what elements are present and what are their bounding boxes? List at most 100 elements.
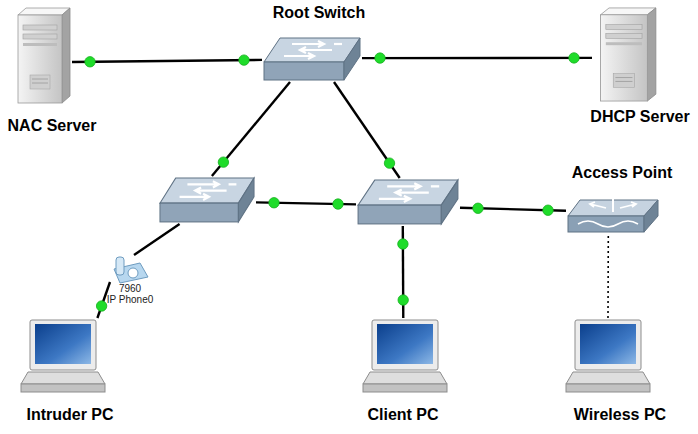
drive-slot [23,25,57,30]
laptop-screen [377,324,433,364]
network-link [212,82,290,176]
switch-icon [262,36,362,82]
access-switch [158,176,256,224]
link-light [96,301,106,311]
ap-arrow [590,202,606,208]
ap-wave [578,221,638,227]
drive-slot [606,42,642,45]
access-switch [356,178,460,226]
access-point: Access Point [566,190,660,236]
link-light [398,295,408,305]
device-label: Intruder PC [26,406,113,424]
switch-top [160,178,254,203]
switch-arrow [300,47,332,53]
network-link [334,82,400,178]
root-switch: Root Switch [262,36,362,82]
server-top [18,8,70,15]
laptop-screen [35,324,91,364]
switch-front [160,203,238,222]
ap-front [568,216,644,232]
switch-icon [158,176,256,224]
switch-arrow [284,53,314,59]
laptop-base [21,384,105,392]
link-light [85,57,95,67]
link-light [239,55,249,65]
device-label: Wireless PC [574,406,666,424]
drive-slot [606,33,642,38]
server-side [62,8,70,103]
access-point-icon [566,190,660,236]
laptop-base [363,384,447,392]
link-light [384,158,394,168]
server-front [18,15,62,103]
vent-panel [613,74,634,88]
link-light [543,205,553,215]
vent-line [615,77,632,78]
link-light [333,199,343,209]
link-light [473,203,483,213]
switch-top [358,180,458,205]
ap-arrow [609,192,617,212]
link-light [375,53,385,63]
vent-line [32,83,48,84]
laptop-keyboard [21,372,105,384]
device-label: Access Point [572,164,672,182]
vent-panel [30,75,50,89]
nac-server: NAC Server [10,5,72,105]
device-caption: 7960 [119,283,141,294]
switch-arrow [379,196,410,202]
switch-arrow [387,183,420,189]
device-label: Root Switch [273,4,365,22]
drive-slot [23,43,57,46]
wireless-link [607,236,609,318]
switch-icon [356,178,460,226]
ip-phone-icon [110,255,150,285]
ip-phone: 7960IP Phone0 [110,255,150,285]
server-icon [592,5,658,103]
device-label: NAC Server [8,117,97,135]
ap-arrow [620,202,636,208]
link-light [569,53,579,63]
dhcp-server: DHCP Server [592,5,658,103]
switch-front [358,205,441,224]
switch-side [441,180,458,224]
server-top [601,8,656,15]
server-front [601,15,648,101]
link-light [398,239,408,249]
laptop-lid [575,320,641,370]
server-side [647,8,656,101]
laptop-lid [372,320,438,370]
vent-line [615,81,632,82]
laptop-keyboard [363,372,447,384]
laptop-screen [580,324,636,364]
switch-side [238,178,254,222]
pc: Client PC [362,318,448,396]
phone-handset [116,257,124,275]
network-link [72,60,262,62]
device-caption: IP Phone0 [107,294,154,305]
laptop-base [566,384,650,392]
switch-arrow [292,41,324,47]
laptop-keyboard [566,372,650,384]
switch-arrow [180,194,209,200]
laptop-lid [30,320,96,370]
switch-top [264,38,360,62]
network-link [362,57,592,60]
pc: Intruder PC [20,318,106,396]
laptop-icon [362,318,448,396]
drive-slot [23,34,57,39]
link-light [218,157,228,167]
laptop-icon [20,318,106,396]
switch-arrow [396,189,429,195]
vent-line [32,79,48,80]
network-link [134,224,180,255]
drive-slot [606,25,642,30]
switch-arrow [431,185,439,187]
switch-side [344,38,360,80]
laptop-icon [565,318,651,396]
server-icon [10,5,72,105]
link-light [269,198,279,208]
phone-badge [128,268,138,278]
switch-arrow [229,183,237,185]
